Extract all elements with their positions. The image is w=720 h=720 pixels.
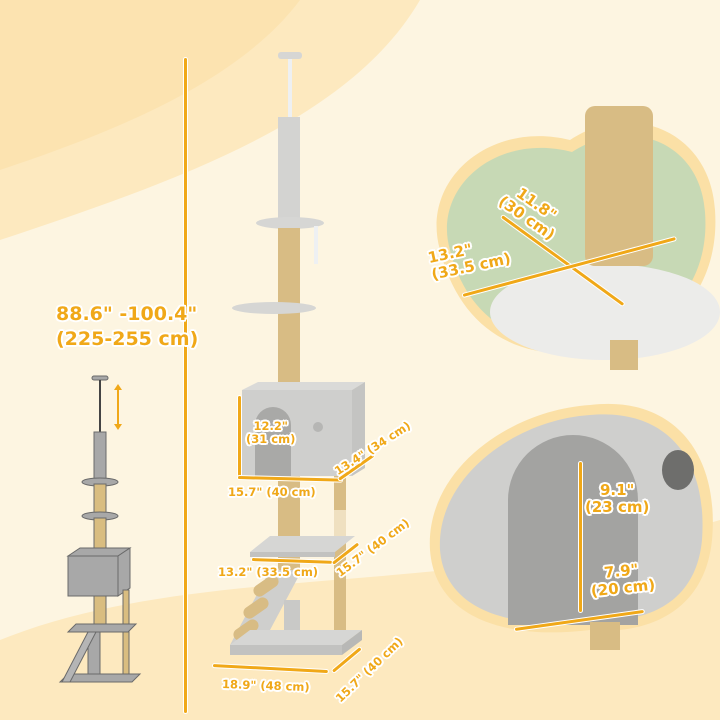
cat-tree-product-image <box>230 52 365 655</box>
house-height-line <box>238 396 241 476</box>
door-width-label: 7.9" (20 cm) <box>590 560 656 601</box>
perch-detail-photo <box>436 106 720 370</box>
platform-width-label: 13.2" (33.5 cm) <box>218 565 319 579</box>
overall-height-label: 88.6" -100.4" (225-255 cm) <box>56 302 198 352</box>
house-height-label: 12.2" (31 cm) <box>246 419 296 446</box>
adjust-arrow-icon <box>114 384 122 430</box>
door-height-label: 9.1" (23 cm) <box>585 481 650 516</box>
overall-height-cm: (225-255 cm) <box>56 328 199 350</box>
overall-height-inches: 88.6" -100.4" <box>56 303 198 325</box>
schematic-tree <box>58 375 142 683</box>
door-height-line <box>579 462 582 612</box>
cat-tree-schematic <box>58 375 142 683</box>
door-detail-photo <box>429 403 713 650</box>
house-width-label: 15.7" (40 cm) <box>228 485 316 499</box>
overall-height-line <box>184 58 187 713</box>
